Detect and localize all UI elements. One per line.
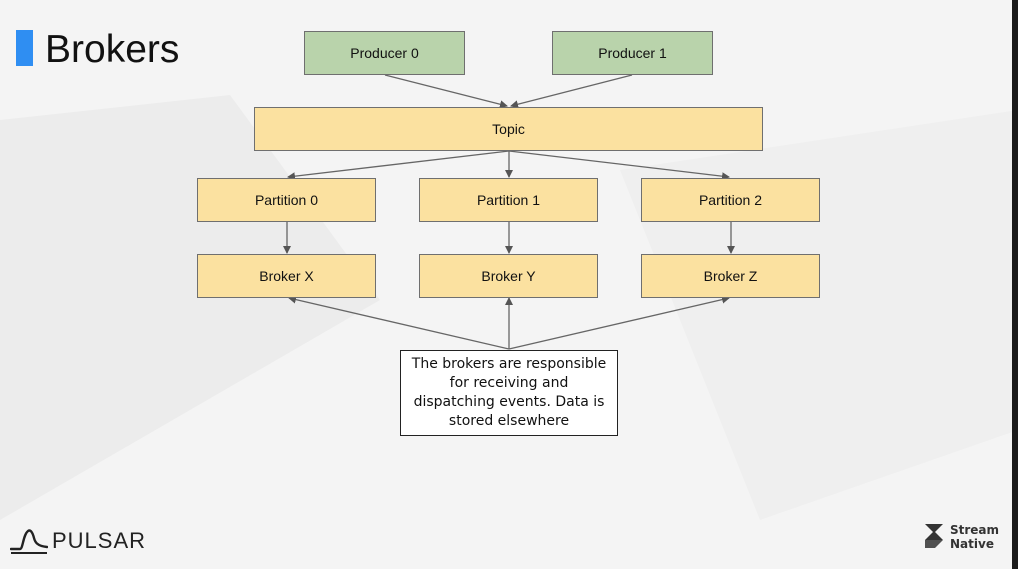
streamnative-wordmark: Stream Native xyxy=(950,523,999,551)
note-line-1: The brokers are responsible xyxy=(411,356,607,372)
note-box: The brokers are responsible for receivin… xyxy=(400,350,618,436)
note-line-3: dispatching events. Data is xyxy=(413,394,605,410)
note-line-4: stored elsewhere xyxy=(448,413,570,429)
streamnative-line-2: Native xyxy=(950,537,994,551)
arrow-note-brokerz xyxy=(508,295,730,350)
title-accent-bar xyxy=(16,30,33,66)
partition-0-label: Partition 0 xyxy=(254,192,319,208)
producer-1-label: Producer 1 xyxy=(598,45,667,61)
arrow-producer0-topic xyxy=(384,74,508,109)
streamnative-mark-icon xyxy=(925,524,943,548)
broker-z-label: Broker Z xyxy=(703,268,758,284)
producer-0-label: Producer 0 xyxy=(350,45,419,61)
producer-1-node: Producer 1 xyxy=(552,31,713,75)
partition-2-node: Partition 2 xyxy=(641,178,820,222)
frame-edge xyxy=(1012,0,1018,569)
broker-z-node: Broker Z xyxy=(641,254,820,298)
broker-x-node: Broker X xyxy=(197,254,376,298)
pulsar-logo: PULSAR xyxy=(10,528,146,554)
partition-1-label: Partition 1 xyxy=(476,192,541,208)
pulsar-mark-icon xyxy=(10,529,48,554)
streamnative-line-1: Stream xyxy=(950,523,1000,537)
partition-1-node: Partition 1 xyxy=(419,178,598,222)
streamnative-logo: Stream Native xyxy=(922,522,999,552)
arrow-topic-partition0 xyxy=(287,150,510,181)
topic-node: Topic xyxy=(254,107,763,151)
producer-0-node: Producer 0 xyxy=(304,31,465,75)
arrow-note-brokerx xyxy=(288,295,510,350)
arrow-topic-partition2 xyxy=(508,150,730,181)
pulsar-wordmark: PULSAR xyxy=(52,528,147,553)
partition-0-node: Partition 0 xyxy=(197,178,376,222)
note-line-2: for receiving and xyxy=(449,375,569,391)
arrow-producer1-topic xyxy=(510,74,633,109)
broker-y-label: Broker Y xyxy=(481,268,536,284)
slide-title: Brokers xyxy=(45,28,180,71)
broker-y-node: Broker Y xyxy=(419,254,598,298)
broker-x-label: Broker X xyxy=(259,268,314,284)
topic-label: Topic xyxy=(492,121,525,137)
partition-2-label: Partition 2 xyxy=(698,192,763,208)
